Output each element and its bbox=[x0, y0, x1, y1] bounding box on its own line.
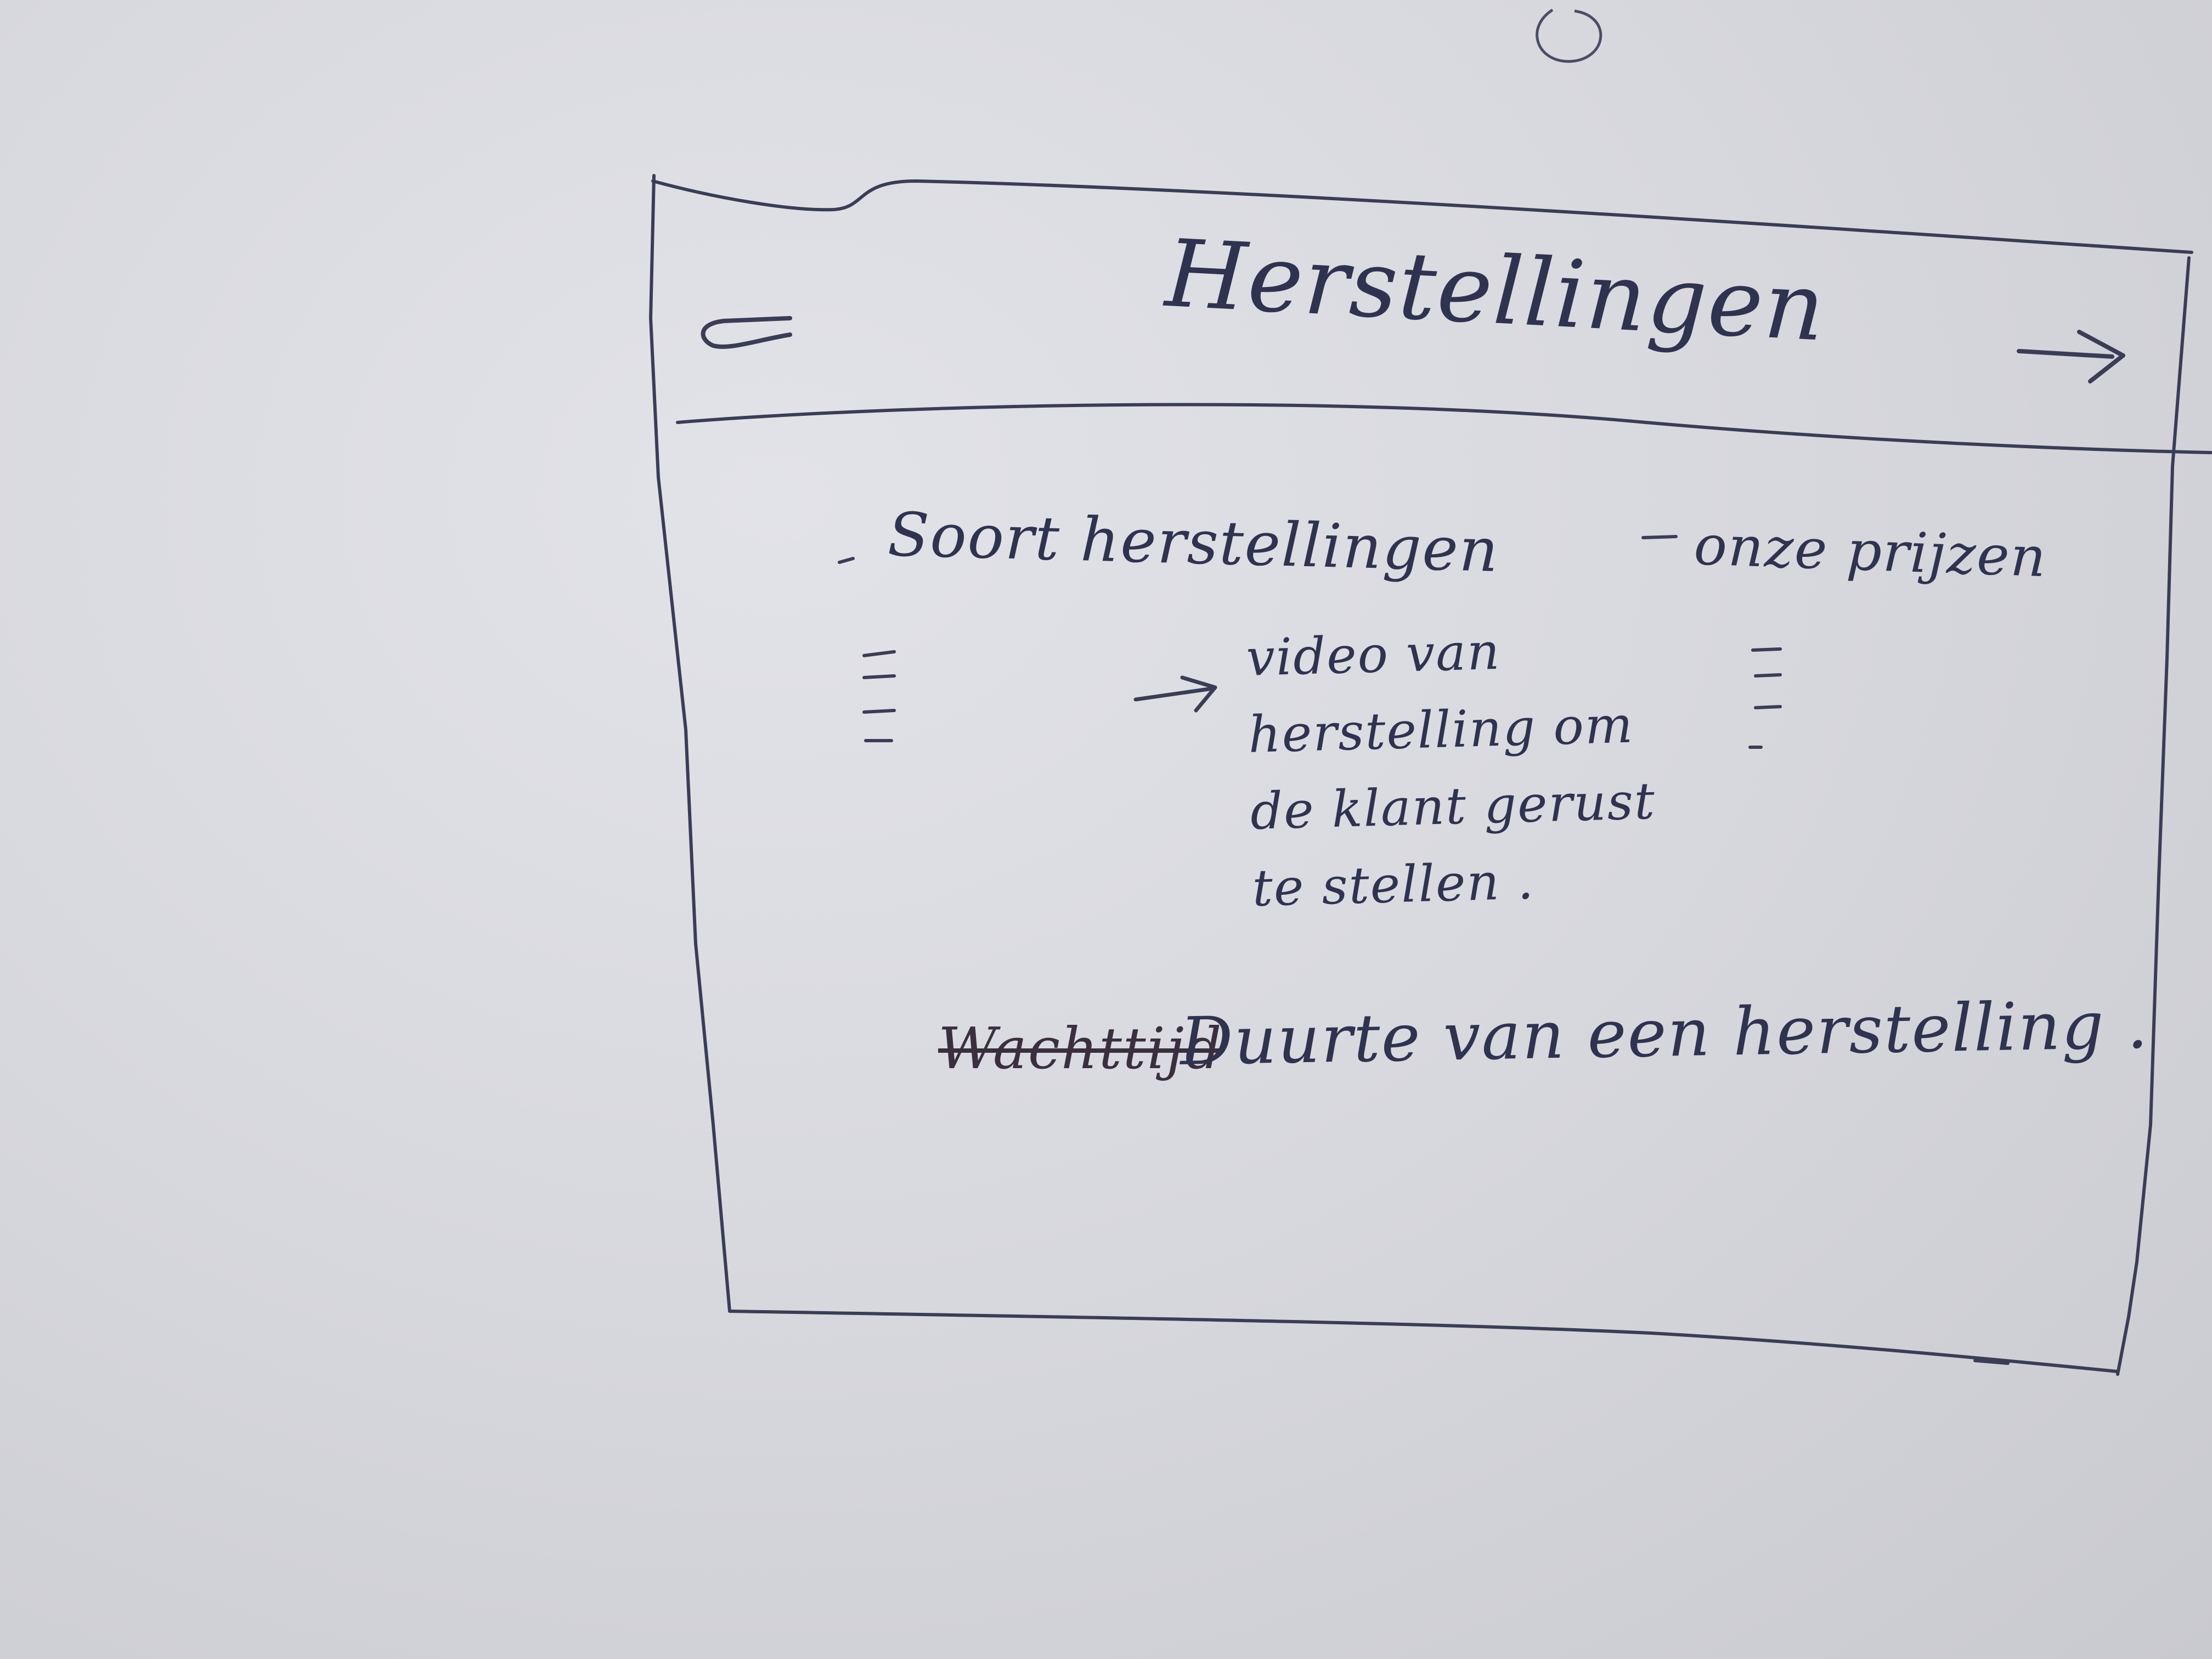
hole-punch-mark bbox=[1536, 8, 1602, 63]
arrow-right-icon bbox=[2017, 330, 2125, 383]
prices-link[interactable]: onze prijzen bbox=[1692, 513, 2048, 590]
right-list-marks bbox=[1748, 647, 1782, 749]
struck-out-word: Wachttijd bbox=[938, 1015, 1223, 1082]
right-heading-dash bbox=[1641, 535, 1678, 539]
left-heading-dash bbox=[838, 557, 855, 564]
header-divider bbox=[676, 403, 2212, 454]
window-frame bbox=[649, 174, 2193, 1376]
video-note: video van herstelling om de klant gerust… bbox=[1245, 622, 1657, 918]
forward-button[interactable] bbox=[2008, 313, 2140, 400]
arrow-left-icon bbox=[701, 316, 792, 349]
left-list-marks bbox=[862, 650, 896, 742]
back-button[interactable] bbox=[680, 285, 812, 373]
arrow-right-icon bbox=[1133, 675, 1217, 713]
